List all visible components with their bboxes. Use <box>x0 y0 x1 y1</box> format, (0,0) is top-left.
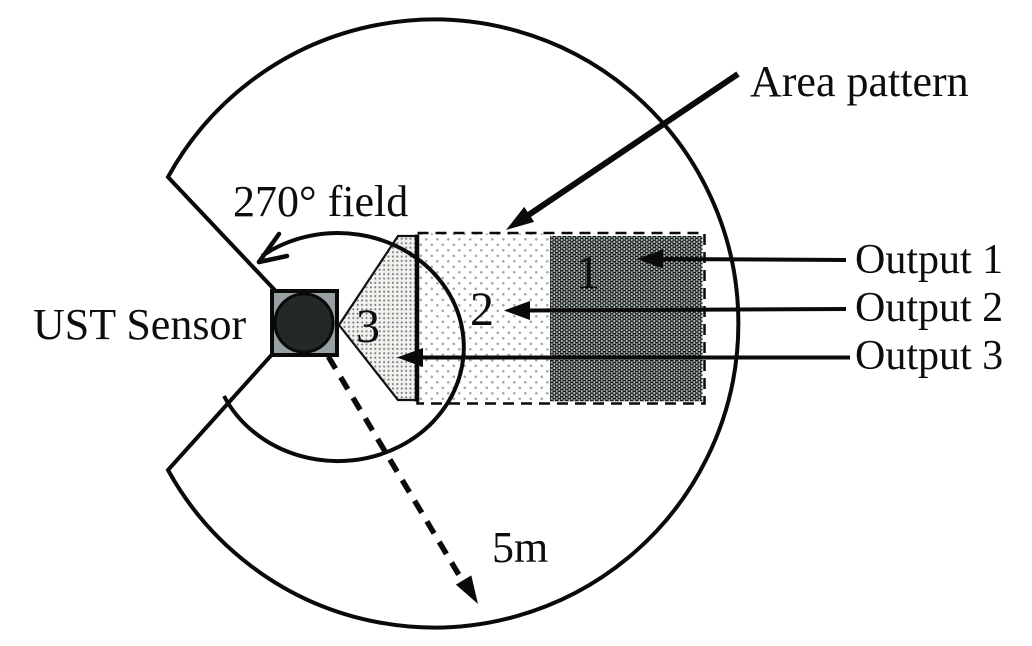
output-1-arrowhead-icon <box>637 249 663 269</box>
zone-3-number: 3 <box>356 300 380 353</box>
output-1-arrow-shaft <box>659 257 847 262</box>
output-2-arrowhead-icon <box>504 301 530 320</box>
sensor-label: UST Sensor <box>33 300 246 349</box>
output-1-label: Output 1 <box>855 237 1003 283</box>
area-pattern-arrowhead-icon <box>506 206 535 230</box>
zone-1-region <box>550 236 703 402</box>
area-pattern-label: Area pattern <box>750 57 969 106</box>
output-2-arrow-shaft <box>526 307 847 313</box>
sensor-icon <box>270 289 339 357</box>
fov-arc <box>222 231 466 464</box>
output-3-label: Output 3 <box>855 333 1003 379</box>
range-label: 5m <box>492 523 548 572</box>
fov-arrowhead-icon <box>256 231 290 265</box>
zone-1-number: 1 <box>576 246 600 299</box>
output-arrows <box>397 249 850 367</box>
output-3-arrowhead-icon <box>397 348 423 367</box>
output-2-label: Output 2 <box>855 285 1003 331</box>
range-arrow <box>313 334 478 604</box>
range-arrowhead-icon <box>455 575 478 604</box>
sensor-lens <box>273 292 335 354</box>
field-label: 270° field <box>233 177 408 226</box>
fov-arc-group <box>222 231 466 464</box>
zone-2-number: 2 <box>470 283 494 336</box>
area-pattern-arrow <box>506 71 740 230</box>
area-pattern-arrow-shaft <box>525 71 740 219</box>
